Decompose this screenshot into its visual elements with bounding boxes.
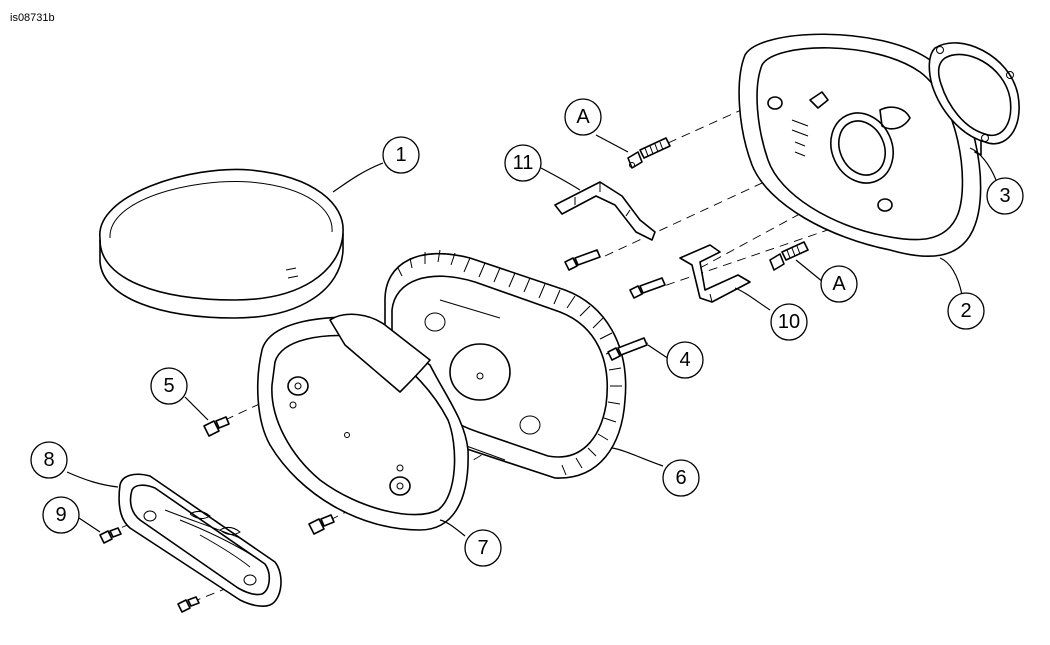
callout-7-label: 7	[477, 537, 488, 559]
callout-3: 3	[986, 177, 1024, 215]
lower-bracket	[679, 244, 751, 303]
callout-a-lower-label: A	[832, 273, 846, 295]
upper-bracket	[554, 181, 656, 241]
figure-id: is08731b	[10, 12, 55, 24]
backplate	[738, 33, 982, 258]
callout-9-label: 9	[55, 504, 66, 526]
callout-3-label: 3	[999, 185, 1010, 207]
trim-badge	[118, 473, 282, 607]
breather-bolt-upper	[627, 137, 671, 169]
callout-a-upper-label: A	[576, 106, 590, 128]
gasket	[928, 42, 1020, 145]
leader-lines	[66, 134, 997, 537]
air-cleaner-cover	[99, 168, 344, 319]
callouts: 1 2 3 4 5 6 7 8	[30, 98, 1024, 567]
callout-7: 7	[464, 529, 502, 567]
callout-9: 9	[42, 496, 80, 534]
callout-11-label: 11	[513, 152, 534, 174]
callout-10: 10	[770, 303, 808, 341]
callout-10-label: 10	[778, 311, 800, 333]
breather-bolt-lower	[769, 241, 809, 271]
callout-6-label: 6	[675, 467, 686, 489]
callout-a-upper: A	[564, 98, 602, 136]
screw-10	[629, 277, 666, 299]
callout-4: 4	[666, 341, 704, 379]
callout-11: 11	[504, 144, 542, 182]
callout-2: 2	[947, 292, 985, 330]
callout-4-label: 4	[679, 349, 690, 371]
callout-1-label: 1	[395, 144, 406, 166]
callout-5: 5	[150, 367, 188, 405]
screw-9-lower	[177, 596, 200, 613]
screw-7	[308, 514, 335, 535]
callout-a-lower: A	[820, 265, 858, 303]
callout-2-label: 2	[960, 300, 971, 322]
callout-1: 1	[382, 136, 420, 174]
callout-6: 6	[662, 459, 700, 497]
callout-5-label: 5	[163, 375, 174, 397]
screw-11	[564, 249, 601, 271]
callout-8-label: 8	[43, 449, 54, 471]
screw-4	[607, 337, 648, 361]
screw-5	[203, 416, 230, 437]
callout-8: 8	[30, 441, 68, 479]
filter-housing	[256, 313, 469, 531]
screw-9	[99, 527, 122, 544]
fasteners	[99, 137, 809, 613]
